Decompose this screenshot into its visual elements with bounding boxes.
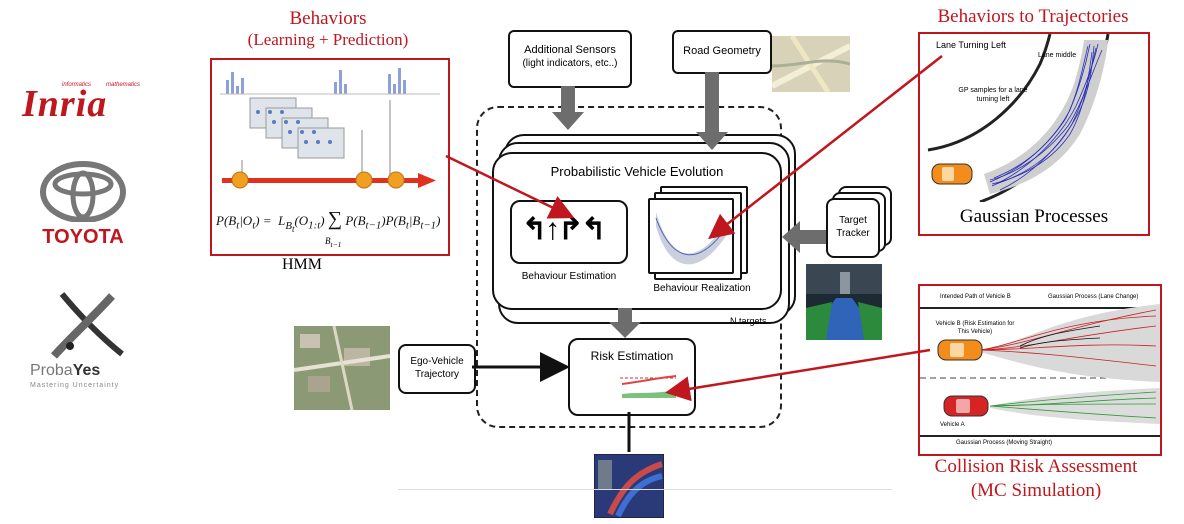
tracker-camera-thumbnail xyxy=(806,264,882,340)
toyota-emblem-icon xyxy=(40,161,126,222)
ego-vehicle-sublabel: Trajectory xyxy=(414,369,460,380)
inria-wordmark: Inria xyxy=(22,83,108,125)
collision-risk-caption: Collision Risk Assessment xyxy=(934,456,1138,477)
ego-vehicle-label: Ego-Vehicle xyxy=(410,356,464,367)
n-targets-label: N targets xyxy=(730,316,767,326)
inria-logo: informatics mathematics Inria xyxy=(22,68,182,125)
behaviour-estimation-label: Behaviour Estimation xyxy=(521,271,617,282)
hmm-caption: HMM xyxy=(281,256,322,273)
behaviors-title: Behaviors xyxy=(289,8,367,29)
road-geometry-box: Road Geometry xyxy=(672,30,772,74)
probayes-name-light: Proba xyxy=(30,362,73,379)
inria-tagline-right: mathematics xyxy=(106,82,141,88)
lane-turning-left-label: Lane Turning Left xyxy=(936,40,1007,50)
probayes-emblem-icon xyxy=(51,292,124,359)
realization-card xyxy=(648,198,734,274)
target-tracker-label: Target xyxy=(839,215,867,226)
hmm-equation-subscript: Bt−1 xyxy=(325,236,342,249)
probayes-name: ProbaYes xyxy=(30,362,100,380)
hmm-panel: P(Bt|Ot) = LBt(O1:t) ∑ P(Bt−1)P(Bt|Bt−1)… xyxy=(210,58,450,256)
gp-moving-straight-label: Gaussian Process (Moving Straight) xyxy=(956,440,1053,446)
evolution-title: Probabilistic Vehicle Evolution xyxy=(550,164,724,179)
bottom-rule xyxy=(398,489,892,490)
output-visualization-thumbnail xyxy=(594,454,664,518)
lane-middle-label: Lane middle xyxy=(1038,52,1077,59)
realization-gp-plot xyxy=(655,212,727,265)
collision-risk-panel: Intended Path of Vehicle B Gaussian Proc… xyxy=(918,284,1162,456)
risk-estimation-label: Risk Estimation xyxy=(590,349,674,363)
ego-vehicle-box: Ego-Vehicle Trajectory xyxy=(398,344,476,394)
probayes-logo: ProbaYes Mastering Uncertainty xyxy=(22,288,162,400)
hmm-diagram-graphic xyxy=(220,68,440,189)
behaviors-subtitle: (Learning + Prediction) xyxy=(247,30,409,49)
gp-lane-change-label: Gaussian Process (Lane Change) xyxy=(1048,294,1139,300)
additional-sensors-sublabel: (light indicators, etc..) xyxy=(522,58,618,69)
behaviour-realization-label: Behaviour Realization xyxy=(653,283,751,294)
gp-samples-label: GP samples for a lane turning left xyxy=(958,87,1028,103)
vehicle-b-label: Vehicle B (Risk Estimation for This Vehi… xyxy=(935,321,1015,335)
vehicle-a-label: Vehicle A xyxy=(940,422,965,428)
behaviors-to-trajectories-title: Behaviors to Trajectories xyxy=(937,6,1129,27)
probayes-name-bold: Yes xyxy=(72,362,101,379)
lane-turning-plot xyxy=(927,33,1110,204)
risk-estimation-box: Risk Estimation xyxy=(568,338,696,416)
probayes-tagline: Mastering Uncertainty xyxy=(30,382,120,389)
gaussian-process-panel: Lane Turning Left Lane middle GP samples… xyxy=(918,32,1150,236)
road-geometry-label: Road Geometry xyxy=(683,45,761,57)
intended-path-label: Intended Path of Vehicle B xyxy=(940,294,1011,300)
direction-arrows-icon: ↰↑↱↰ xyxy=(522,213,606,246)
mc-simulation-caption: (MC Simulation) xyxy=(970,480,1102,501)
hmm-equation: P(Bt|Ot) = LBt(O1:t) ∑ P(Bt−1)P(Bt|Bt−1) xyxy=(216,208,441,234)
target-tracker-box: Target Tracker xyxy=(826,198,880,258)
ego-map-thumbnail xyxy=(294,326,390,410)
behaviour-estimation-card: ↰↑↱↰ xyxy=(510,200,628,264)
toyota-wordmark: TOYOTA xyxy=(42,226,124,248)
toyota-logo: TOYOTA xyxy=(28,160,138,260)
road-map-thumbnail xyxy=(772,36,850,92)
inria-tagline-left: informatics xyxy=(62,82,92,88)
collision-simulation-plot xyxy=(920,304,1160,437)
target-tracker-sublabel: Tracker xyxy=(836,228,870,239)
gaussian-processes-caption: Gaussian Processes xyxy=(959,206,1109,227)
risk-mini-plot xyxy=(620,375,677,398)
additional-sensors-box: Additional Sensors (light indicators, et… xyxy=(508,30,632,88)
additional-sensors-label: Additional Sensors xyxy=(524,44,616,56)
